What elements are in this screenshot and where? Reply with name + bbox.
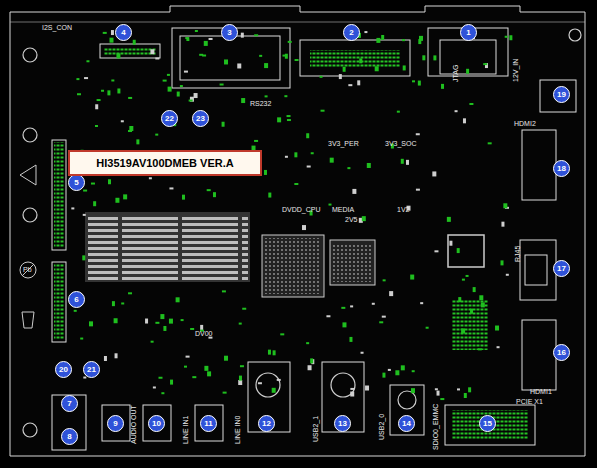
silkscreen-label: HDMI1 bbox=[530, 388, 552, 396]
callout-number: 12 bbox=[258, 415, 275, 432]
silkscreen-label: LINE IN1 bbox=[182, 416, 190, 444]
callout-number: 4 bbox=[115, 24, 132, 41]
silkscreen-label: RS232 bbox=[250, 100, 271, 108]
silkscreen-label: 3V3_SOC bbox=[385, 140, 417, 148]
callout-number: 2 bbox=[343, 24, 360, 41]
callout-number: 6 bbox=[68, 291, 85, 308]
silkscreen-label: PCIE X1 bbox=[516, 398, 543, 406]
callout-number: 8 bbox=[61, 428, 78, 445]
silkscreen-label: 12V_IN bbox=[512, 59, 520, 82]
silkscreen-label: LINE IN0 bbox=[234, 416, 242, 444]
silkscreen-label: Pb bbox=[23, 266, 32, 274]
silkscreen-label: USB2_0 bbox=[378, 414, 386, 440]
callout-number: 16 bbox=[553, 344, 570, 361]
silkscreen-label: I2S_CON bbox=[42, 24, 72, 32]
board-title-box: HI3519AV100DMEB VER.A bbox=[68, 150, 262, 176]
callout-number: 20 bbox=[55, 361, 72, 378]
silkscreen-label: DVDD_CPU bbox=[282, 206, 321, 214]
callout-number: 10 bbox=[148, 415, 165, 432]
silkscreen-label: RJ45 bbox=[514, 246, 522, 262]
silkscreen-label: JTAG bbox=[452, 65, 460, 82]
callout-number: 17 bbox=[553, 260, 570, 277]
callout-number: 23 bbox=[192, 110, 209, 127]
callout-number: 13 bbox=[334, 415, 351, 432]
callout-number: 18 bbox=[553, 160, 570, 177]
board-title: HI3519AV100DMEB VER.A bbox=[96, 157, 233, 169]
callout-number: 21 bbox=[83, 361, 100, 378]
callout-number: 9 bbox=[107, 415, 124, 432]
callout-number: 19 bbox=[553, 86, 570, 103]
callout-number: 11 bbox=[200, 415, 217, 432]
silkscreen-label: 2V5 bbox=[345, 216, 357, 224]
callout-number: 3 bbox=[221, 24, 238, 41]
silkscreen-label: SDIO0_EMMC bbox=[432, 404, 440, 450]
silkscreen-label: 1V2 bbox=[397, 206, 409, 214]
silkscreen-label: AUDIO OUT bbox=[130, 405, 138, 444]
callout-number: 22 bbox=[161, 110, 178, 127]
callout-number: 7 bbox=[61, 395, 78, 412]
silkscreen-label: DV00 bbox=[195, 330, 213, 338]
callout-number: 5 bbox=[68, 174, 85, 191]
silkscreen-label: HDMI2 bbox=[514, 120, 536, 128]
callout-number: 1 bbox=[460, 24, 477, 41]
callout-number: 15 bbox=[479, 415, 496, 432]
silkscreen-label: USB2_1 bbox=[312, 416, 320, 442]
callout-number: 14 bbox=[398, 415, 415, 432]
silkscreen-label: 3V3_PER bbox=[328, 140, 359, 148]
silkscreen-label: MEDIA bbox=[332, 206, 354, 214]
